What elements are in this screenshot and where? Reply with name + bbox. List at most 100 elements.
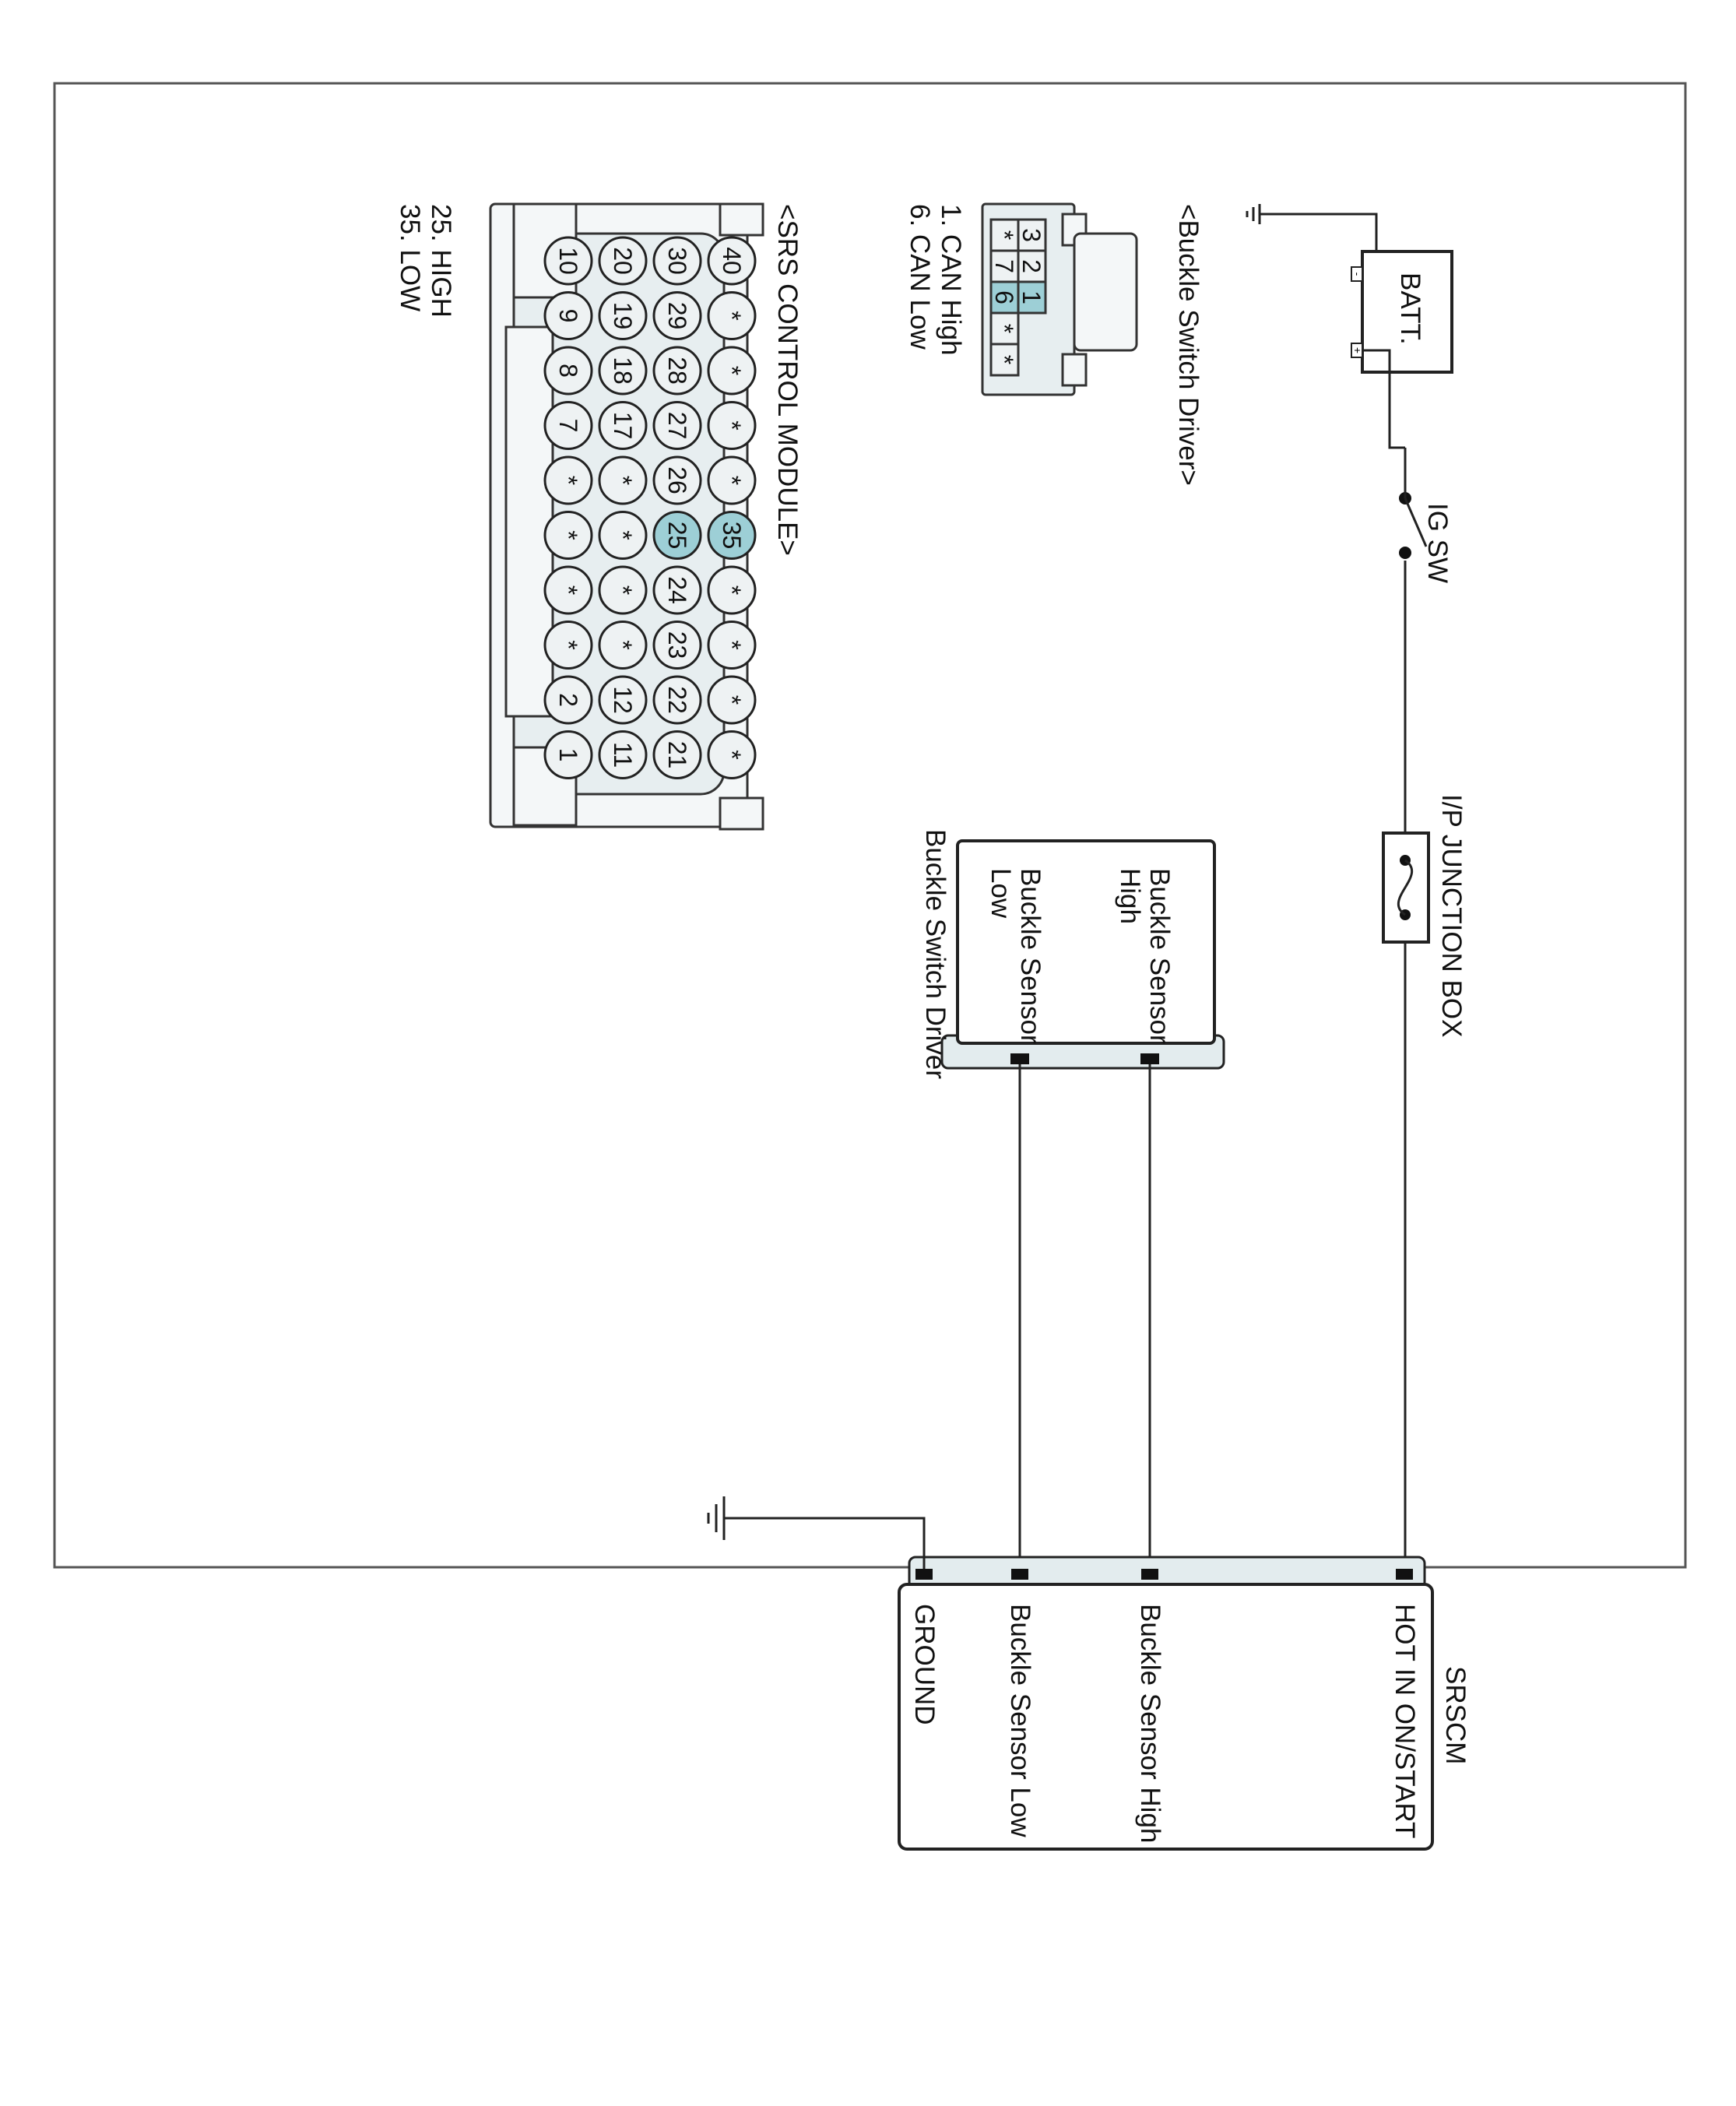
srs-pin-label: *	[554, 530, 582, 540]
junction-box: I/P JUNCTION BOX	[1382, 794, 1467, 1037]
srs-pin-grid: 10987****2120191817****12113029282726252…	[543, 236, 757, 779]
srs-connector-title: <SRS CONTROL MODULE>	[772, 204, 803, 556]
battery: BATT. - +	[1246, 204, 1453, 374]
srs-pin-label: 12	[609, 686, 637, 714]
srs-pin-label: *	[609, 585, 637, 595]
srs-pin-circle	[598, 730, 648, 779]
srs-pin-circle	[652, 401, 702, 450]
srs-pin-circle	[598, 401, 648, 450]
srs-pin-label: *	[609, 476, 637, 485]
srs-pin-circle	[707, 291, 757, 340]
buckle-switch-driver: Buckle Sensor High Buckle Sensor Low Buc…	[920, 829, 1225, 1079]
srs-pin-label: 30	[663, 247, 691, 275]
srs-pin-label: 19	[609, 302, 637, 330]
srs-pin-circle	[543, 236, 593, 286]
buckle-pin-star-a: *	[990, 230, 1018, 240]
srs-pin-label: *	[718, 366, 746, 375]
srs-pin-circle	[707, 236, 757, 286]
srs-pin-label: 7	[554, 419, 582, 433]
srs-pin-circle	[598, 621, 648, 670]
srs-pin-label: 25	[663, 522, 691, 550]
srs-pin-label: *	[554, 476, 582, 485]
srs-pin-circle	[707, 675, 757, 725]
srs-pin-label: 27	[663, 412, 691, 440]
srs-pin-circle	[598, 455, 648, 505]
buckle-driver-low-l1: Buckle Sensor	[1015, 868, 1045, 1044]
srs-pin-circle	[707, 455, 757, 505]
buckle-pin-6: 6	[990, 290, 1018, 304]
srs-pin-label: 18	[609, 357, 637, 385]
buckle-connector-row-bottom: * 7 6 * *	[989, 218, 1020, 377]
srs-pin-circle	[652, 675, 702, 725]
srscm-pin-ground-terminal	[915, 1569, 933, 1580]
buckle-pin-7: 7	[990, 259, 1018, 273]
buckle-driver-name: Buckle Switch Driver	[920, 829, 951, 1079]
srs-pin-label: 40	[718, 247, 746, 275]
buckle-note-2: 6. CAN Low	[905, 204, 935, 350]
srs-pin-label: 11	[609, 742, 637, 768]
srscm-ground-icon	[707, 1496, 926, 1569]
srs-pin-circle	[652, 236, 702, 286]
srscm-pin-high: Buckle Sensor High	[1135, 1604, 1165, 1843]
srs-pin-circle	[707, 621, 757, 670]
srs-pin-circle	[652, 730, 702, 779]
srs-pin-circle	[652, 291, 702, 340]
rotated-diagram: BATT. - + IG SW I/P JUNCTION BOX	[395, 202, 1471, 1851]
battery-minus-terminal	[1351, 266, 1363, 282]
srs-pin-circle	[543, 730, 593, 779]
srs-pin-circle	[598, 675, 648, 725]
srs-pin-circle	[543, 511, 593, 560]
srscm-pin-high-terminal	[1141, 1569, 1158, 1580]
srs-note-1: 25. HIGH	[426, 204, 456, 318]
battery-label: BATT.	[1395, 272, 1425, 345]
srscm-pin-low-terminal	[1011, 1569, 1028, 1580]
buckle-pin-star-b: *	[990, 324, 1018, 333]
buckle-driver-box	[956, 839, 1216, 1045]
srs-pin-circle	[598, 291, 648, 340]
srs-pin-circle	[543, 346, 593, 396]
battery-plus-label: +	[1351, 347, 1364, 353]
buckle-pin-star-c: *	[990, 355, 1018, 364]
srs-pin-circle	[598, 236, 648, 286]
srs-pin-label: *	[718, 640, 746, 649]
srs-pin-label: 17	[609, 412, 637, 440]
buckle-pin-2: 2	[1017, 259, 1045, 273]
srs-pin-label: 35	[718, 522, 746, 550]
srs-pin-label: 8	[554, 364, 582, 378]
srs-pin-label: 1	[554, 748, 582, 762]
srs-pin-label: 9	[554, 309, 582, 323]
buckle-pin-1: 1	[1017, 290, 1045, 304]
buckle-driver-low-l2: Low	[986, 868, 1016, 919]
ig-switch-label: IG SW	[1422, 503, 1453, 583]
srs-pin-circle	[543, 291, 593, 340]
srs-pin-label: 22	[663, 686, 691, 714]
srs-pin-circle	[652, 565, 702, 615]
buckle-note-1: 1. CAN High	[936, 204, 966, 356]
buckle-connector-row-top: 3 2 1	[1017, 218, 1047, 315]
srs-pin-label: *	[718, 585, 746, 595]
srs-pin-circle	[707, 730, 757, 779]
battery-box	[1361, 250, 1453, 374]
buckle-driver-high-l2: High	[1115, 868, 1145, 924]
srs-pin-circle	[598, 511, 648, 560]
srs-pin-label: *	[718, 476, 746, 485]
srs-pin-label: *	[718, 695, 746, 705]
srs-pin-label: *	[718, 420, 746, 430]
srs-pin-circle	[707, 565, 757, 615]
srs-pin-label: *	[609, 640, 637, 649]
srs-pin-circle	[652, 346, 702, 396]
srs-pin-label: 2	[554, 693, 582, 707]
battery-ground-icon	[1246, 204, 1275, 224]
srscm-module: HOT IN ON/START Buckle Sensor High Buckl…	[898, 1556, 1471, 1851]
srs-pin-circle	[543, 455, 593, 505]
srscm-box	[898, 1583, 1434, 1851]
srs-pin-label: *	[718, 311, 746, 320]
srscm-name: SRSCM	[1440, 1666, 1471, 1764]
srs-pin-circle	[652, 511, 702, 560]
buckle-connector-title: <Buckle Switch Driver>	[1173, 204, 1204, 486]
buckle-driver-high-l1: Buckle Sensor	[1144, 868, 1175, 1044]
buckle-driver-high-terminal	[1140, 1053, 1159, 1064]
junction-box-label: I/P JUNCTION BOX	[1436, 794, 1467, 1037]
srs-pin-label: 20	[609, 247, 637, 275]
